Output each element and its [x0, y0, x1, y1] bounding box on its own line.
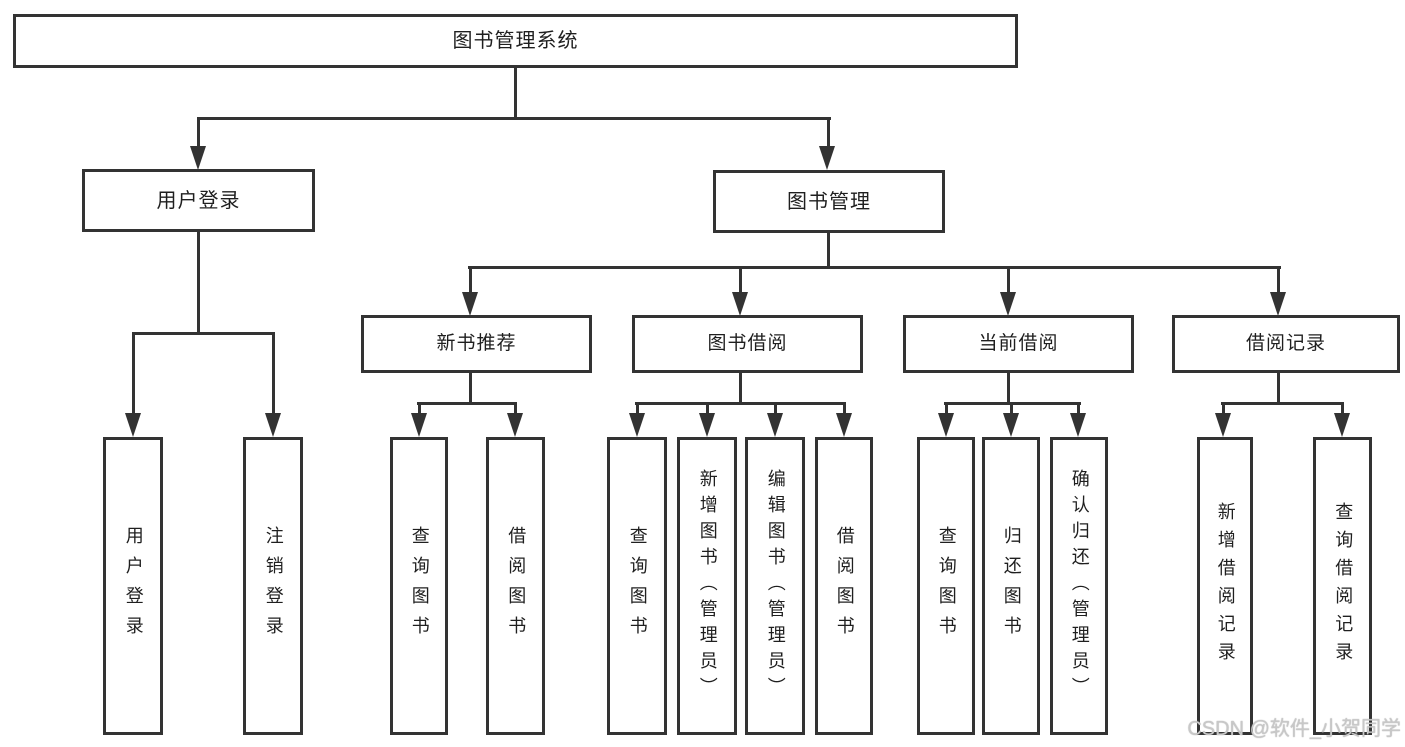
- connector-line: [1007, 373, 1010, 404]
- connector-line: [827, 117, 830, 149]
- connector-line: [945, 402, 948, 416]
- node-current-confirm-return-admin: 确认归还（管理员）: [1050, 437, 1108, 735]
- connector-line: [1077, 402, 1080, 416]
- node-recommend-borrow-books: 借阅图书: [486, 437, 545, 735]
- arrowhead-icon: [1334, 413, 1350, 437]
- connector-line: [417, 402, 517, 405]
- arrowhead-icon: [462, 292, 478, 316]
- arrowhead-icon: [1215, 413, 1231, 437]
- arrowhead-icon: [190, 146, 206, 170]
- connector-line: [1277, 373, 1280, 404]
- node-records-add-borrow-record: 新增借阅记录: [1197, 437, 1253, 735]
- node-user-login-action: 用户登录: [103, 437, 163, 735]
- arrowhead-icon: [819, 146, 835, 170]
- node-borrowing-edit-book-admin: 编辑图书（管理员）: [745, 437, 805, 735]
- connector-line: [197, 117, 831, 120]
- node-borrowing-borrow-books: 借阅图书: [815, 437, 873, 735]
- arrowhead-icon: [1000, 292, 1016, 316]
- connector-line: [469, 266, 472, 294]
- connector-line: [514, 68, 517, 120]
- arrowhead-icon: [411, 413, 427, 437]
- node-book-borrowing: 图书借阅: [632, 315, 863, 373]
- connector-line: [469, 373, 472, 404]
- connector-line: [635, 402, 845, 405]
- csdn-watermark: CSDN @软件_小贺同学: [1187, 718, 1401, 740]
- arrowhead-icon: [1070, 413, 1086, 437]
- connector-line: [706, 402, 709, 416]
- connector-line: [1222, 402, 1225, 416]
- connector-line: [1221, 402, 1344, 405]
- connector-line: [197, 117, 200, 149]
- connector-line: [132, 332, 275, 335]
- connector-line: [739, 373, 742, 404]
- arrowhead-icon: [732, 292, 748, 316]
- node-borrowing-add-book-admin: 新增图书（管理员）: [677, 437, 737, 735]
- connector-line: [774, 402, 777, 416]
- node-user-login: 用户登录: [82, 169, 315, 232]
- connector-line: [514, 402, 517, 416]
- connector-line: [739, 266, 742, 294]
- connector-line: [132, 332, 135, 416]
- node-logout-action: 注销登录: [243, 437, 303, 735]
- connector-line: [468, 266, 1281, 269]
- node-current-borrowing: 当前借阅: [903, 315, 1134, 373]
- connector-line: [636, 402, 639, 416]
- node-borrowing-query-books: 查询图书: [607, 437, 667, 735]
- node-current-query-books: 查询图书: [917, 437, 975, 735]
- arrowhead-icon: [836, 413, 852, 437]
- arrowhead-icon: [1003, 413, 1019, 437]
- arrowhead-icon: [125, 413, 141, 437]
- node-book-management: 图书管理: [713, 170, 945, 233]
- arrowhead-icon: [699, 413, 715, 437]
- connector-line: [1277, 266, 1280, 294]
- node-borrowing-records: 借阅记录: [1172, 315, 1400, 373]
- connector-line: [1341, 402, 1344, 416]
- arrowhead-icon: [265, 413, 281, 437]
- node-recommend-query-books: 查询图书: [390, 437, 448, 735]
- node-current-return-books: 归还图书: [982, 437, 1040, 735]
- connector-line: [272, 332, 275, 416]
- arrowhead-icon: [507, 413, 523, 437]
- arrowhead-icon: [629, 413, 645, 437]
- connector-line: [197, 232, 200, 334]
- connector-line: [827, 233, 830, 268]
- connector-line: [418, 402, 421, 416]
- arrowhead-icon: [938, 413, 954, 437]
- arrowhead-icon: [1270, 292, 1286, 316]
- arrowhead-icon: [767, 413, 783, 437]
- node-library-system: 图书管理系统: [13, 14, 1018, 68]
- connector-line: [843, 402, 846, 416]
- node-records-query-borrow-record: 查询借阅记录: [1313, 437, 1372, 735]
- connector-line: [1007, 266, 1010, 294]
- node-new-book-recommendation: 新书推荐: [361, 315, 592, 373]
- connector-line: [1010, 402, 1013, 416]
